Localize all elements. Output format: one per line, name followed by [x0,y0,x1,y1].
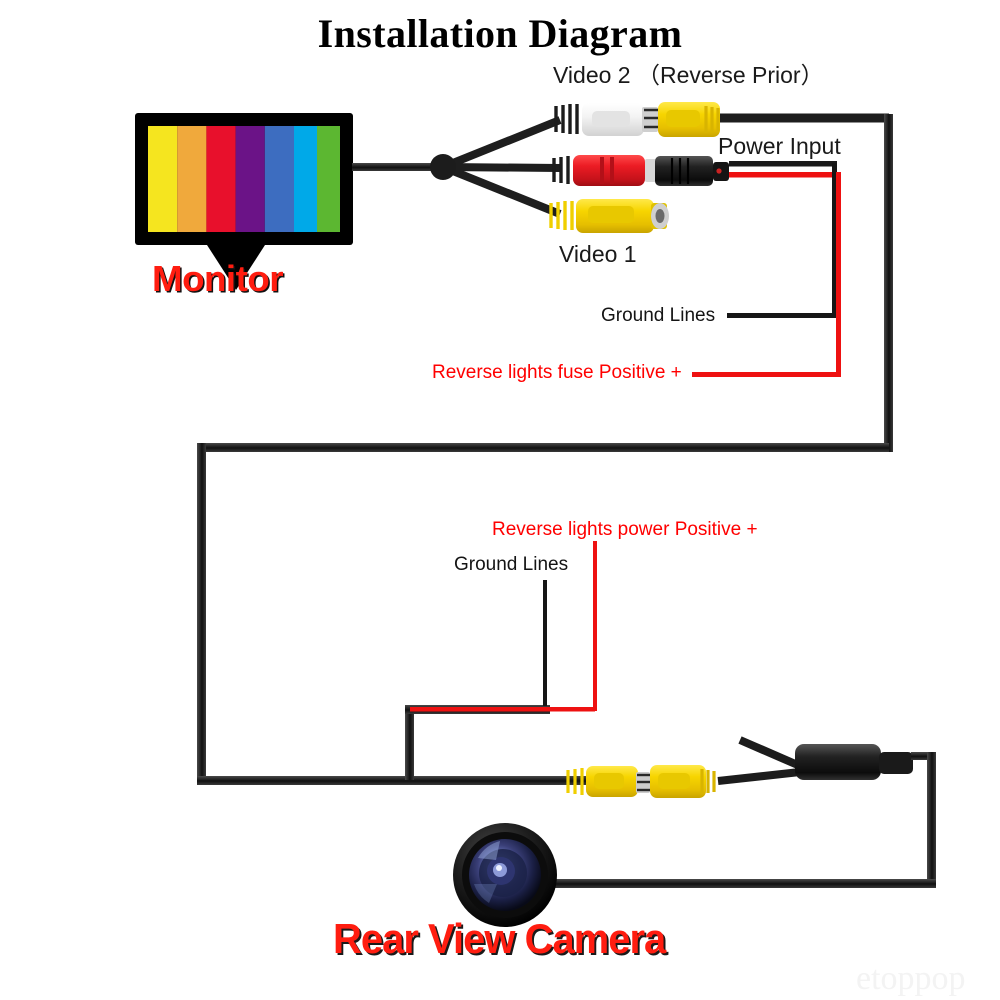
reverse-fuse-wire-horizontal [692,372,841,377]
label-rear-view-camera: Rear View Camera [333,915,666,962]
camera-cable-merge [717,736,802,785]
cable-bottom-horizontal [197,776,597,785]
label-video1: Video 1 [559,241,637,267]
camera-cable-right [911,752,935,760]
connector-video2 [554,102,720,137]
label-ground-lines-bottom: Ground Lines [454,554,569,575]
reverse-power-leader-line [593,541,597,711]
ground-leader-line-bottom [543,580,547,706]
power-red-wire [729,172,837,178]
rear-view-camera-device [453,823,557,927]
camera-rca-a-strain [566,768,584,795]
connector-power-input [552,155,837,186]
video2-yellow-ribs [704,106,720,133]
cable-left-vertical [197,443,206,785]
cable-mid-horizontal [197,443,889,452]
monitor-pointer-triangle [207,245,265,290]
watermark: etoppop [856,960,966,997]
camera-cable-right-vertical [927,752,936,888]
power-red-rca-body [573,155,645,186]
page-title: Installation Diagram [317,11,683,56]
monitor-device [135,113,353,290]
monitor-color-bars [148,126,340,232]
video2-strain-relief [554,104,579,134]
label-reverse-fuse-positive: Reverse lights fuse Positive + [432,362,682,383]
ground-wire-horizontal [727,313,837,318]
label-ground-lines-top: Ground Lines [601,305,716,326]
reverse-fuse-wire-vertical [836,172,841,377]
power-strain-relief [552,156,570,184]
label-reverse-power-positive: Reverse lights power Positive + [492,519,758,540]
video1-strain-relief [549,201,574,230]
camera-junction-box [795,744,881,780]
ground-wire-vertical-right [832,163,837,318]
connector-video1 [549,199,669,233]
label-power-input: Power Input [718,133,841,159]
cable-right-vertical [884,114,893,452]
power-black-wire [729,161,837,167]
cable-splitter-junction [430,116,562,218]
camera-cable-bottom [552,879,936,888]
dc-barrel-ribs [670,158,690,184]
power-dc-barrel-body [655,156,713,186]
camera-junction-tip [879,752,913,774]
cable-inner-vertical [405,705,414,780]
connector-camera-rca [566,765,716,798]
label-video2: Video 2 （Reverse Prior） [553,62,824,88]
reverse-power-wire-horizontal [410,707,595,712]
monitor-output-cable [352,163,444,171]
label-monitor: Monitor [152,258,284,299]
